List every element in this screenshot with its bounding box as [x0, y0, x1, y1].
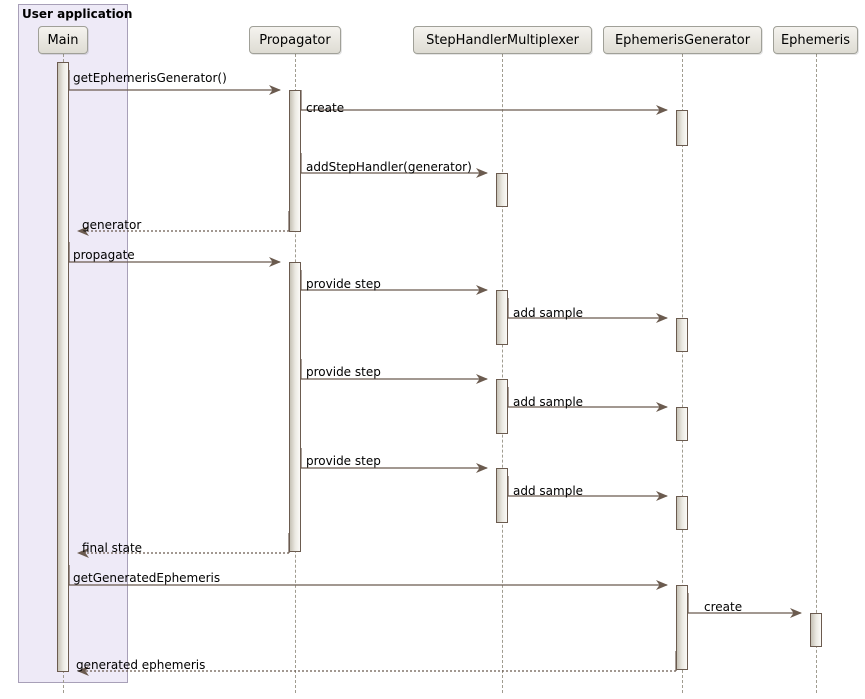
activation-bar-ephgen — [676, 318, 688, 352]
activation-bar-ephgen — [676, 110, 688, 146]
message-label-m8: provide step — [306, 365, 381, 379]
participant-label: EphemerisGenerator — [614, 32, 751, 48]
participant-ephgen[interactable]: EphemerisGenerator — [603, 26, 762, 54]
group-label: User application — [22, 7, 133, 21]
participant-prop[interactable]: Propagator — [249, 26, 341, 54]
activation-bar-main — [57, 62, 69, 672]
activation-bar-ephgen — [676, 585, 688, 670]
activation-bar-shm — [496, 173, 508, 207]
message-label-m7: add sample — [513, 306, 584, 320]
participant-label: Ephemeris — [780, 32, 851, 48]
message-label-m6: provide step — [306, 277, 381, 291]
message-label-m2: create — [306, 101, 345, 115]
participant-shm[interactable]: StepHandlerMultiplexer — [413, 26, 592, 54]
activation-bar-ephgen — [676, 407, 688, 441]
group-box-user-application — [18, 4, 128, 683]
lifeline-shm — [502, 54, 503, 693]
activation-bar-shm — [496, 290, 508, 345]
activation-bar-prop — [289, 90, 301, 232]
activation-bar-shm — [496, 468, 508, 523]
participant-label: StepHandlerMultiplexer — [426, 32, 579, 48]
participant-ephemeris[interactable]: Ephemeris — [773, 26, 858, 54]
message-label-m10: provide step — [306, 454, 381, 468]
lifeline-ephemeris — [816, 54, 817, 693]
participant-main[interactable]: Main — [38, 26, 88, 54]
message-label-m3: addStepHandler(generator) — [306, 160, 472, 174]
lifeline-ephgen — [682, 54, 683, 693]
activation-bar-shm — [496, 379, 508, 434]
message-label-m5: propagate — [73, 248, 135, 262]
message-label-m4: generator — [82, 218, 142, 232]
message-label-m9: add sample — [513, 395, 584, 409]
participant-label: Propagator — [259, 32, 331, 48]
message-label-m13: getGeneratedEphemeris — [73, 571, 221, 585]
message-label-m14: create — [704, 600, 743, 614]
message-label-m11: add sample — [513, 484, 584, 498]
participant-label: Main — [47, 32, 79, 48]
message-label-m12: final state — [82, 541, 143, 555]
message-label-m15: generated ephemeris — [76, 658, 206, 672]
activation-bar-ephemeris — [810, 613, 822, 647]
activation-bar-ephgen — [676, 496, 688, 530]
message-label-m1: getEphemerisGenerator() — [73, 71, 227, 85]
activation-bar-prop — [289, 262, 301, 552]
